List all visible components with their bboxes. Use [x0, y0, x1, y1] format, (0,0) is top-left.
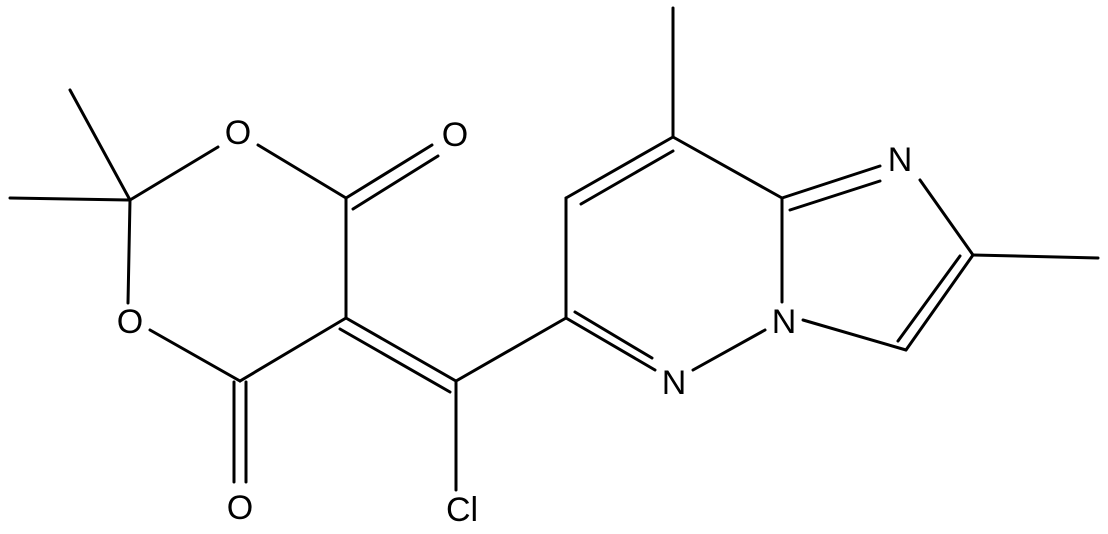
bond-c2-c3-imid-b — [896, 254, 962, 343]
bond-n4-n5 — [691, 328, 767, 372]
bond-o3-c2 — [126, 198, 132, 305]
bond-n5-c6-b — [573, 310, 654, 360]
bond-c2-c3-imid-a — [904, 253, 975, 352]
imidazole-ring — [780, 164, 975, 352]
bond-c8a-n1-b — [788, 179, 882, 212]
nitrogen-pyridazine-label: N — [662, 364, 687, 402]
oxygen-carbonyl-bottom-label: O — [227, 489, 253, 527]
gem-dimethyl — [8, 88, 132, 202]
nitrogen-imidazole-label: N — [888, 141, 913, 179]
exocyclic-double-bond-a — [344, 316, 458, 383]
bond-c5-c4-pyr-b — [579, 149, 675, 206]
bond-c8a-n1-a — [780, 164, 882, 200]
dioxane-dione-ring — [126, 143, 348, 383]
oxygen-ring-left-label: O — [117, 303, 143, 341]
bond-n5-c6-a — [564, 316, 657, 372]
bond-o1-c6 — [256, 143, 348, 200]
bond-c4-o3 — [148, 328, 242, 383]
carbonyl-groups — [232, 143, 440, 484]
nitrogen-bridgehead-label: N — [772, 303, 797, 341]
oxygen-carbonyl-top-label: O — [442, 116, 468, 154]
chlorine-label: Cl — [446, 491, 478, 529]
bond-c3-n4 — [801, 318, 908, 352]
methyl-bond-upper — [68, 88, 132, 202]
bond-vinyl-to-ring — [454, 316, 568, 383]
oxygen-ring-top-label: O — [225, 114, 251, 152]
exocyclic-double-bond-b — [338, 327, 452, 394]
bond-c4-c8a — [671, 135, 784, 200]
methyl-bond-c2-imid — [971, 253, 1100, 260]
bond-c2-o1 — [128, 145, 220, 202]
pyridazine-ring — [564, 135, 784, 372]
atom-labels: O O O O Cl N N N — [117, 114, 913, 529]
bond-c5-c4 — [238, 316, 348, 383]
bond-c5-c4-pyr-a — [564, 135, 675, 200]
chlorovinyl-linker — [338, 316, 568, 492]
carbonyl-top-bond-a — [344, 143, 434, 200]
bond-n1-c2-imid — [918, 178, 975, 257]
heteroaryl-methyls — [671, 6, 1100, 260]
methyl-bond-left — [8, 196, 132, 202]
carbonyl-top-bond-b — [351, 154, 440, 211]
